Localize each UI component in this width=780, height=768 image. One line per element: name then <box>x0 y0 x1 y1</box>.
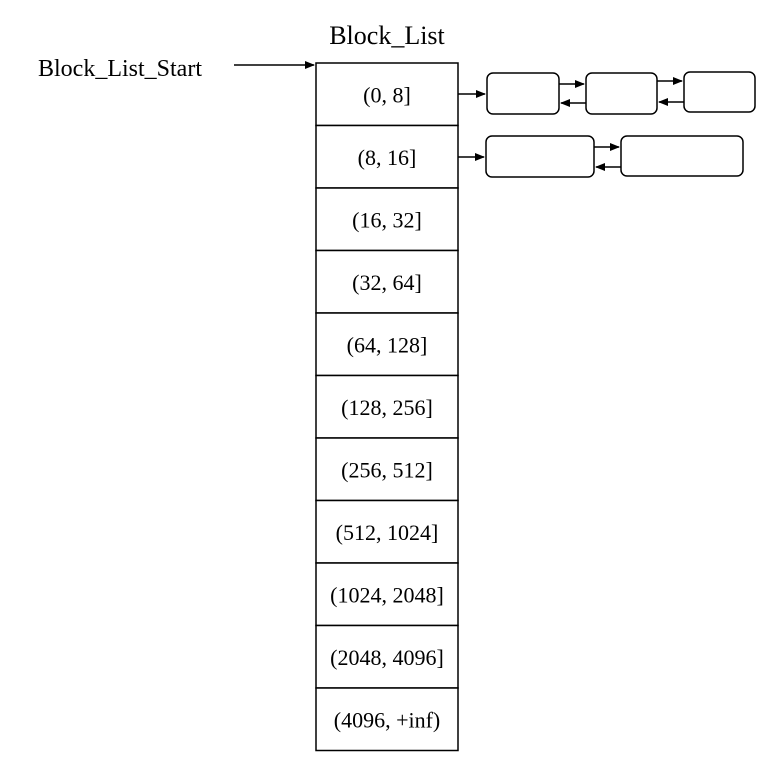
free-block-node <box>485 135 595 178</box>
bucket-cell-box <box>315 312 459 377</box>
free-block-chain-1 <box>458 135 744 178</box>
bucket-cell: (256, 512] <box>315 437 459 502</box>
bucket-range-label: (128, 256] <box>341 395 433 420</box>
bucket-cell: (8, 16] <box>315 124 459 189</box>
bucket-cell-box <box>315 437 459 502</box>
bucket-range-label: (512, 1024] <box>336 520 439 545</box>
bucket-cell-box <box>315 249 459 314</box>
bucket-cell: (128, 256] <box>315 374 459 439</box>
bucket-cell: (32, 64] <box>315 249 459 314</box>
bucket-range-label: (32, 64] <box>352 270 422 295</box>
free-block-chain-0 <box>458 71 756 115</box>
bucket-range-label: (4096, +inf) <box>334 707 441 732</box>
free-block-node <box>486 72 560 115</box>
bucket-cell: (4096, +inf) <box>315 687 459 752</box>
bucket-cell-box <box>315 687 459 752</box>
bucket-cell: (512, 1024] <box>315 499 459 564</box>
bucket-cell-box <box>315 499 459 564</box>
bucket-cell-box <box>315 562 459 627</box>
free-block-node <box>620 135 744 177</box>
bucket-cell: (1024, 2048] <box>315 562 459 627</box>
bucket-range-label: (0, 8] <box>363 82 411 107</box>
bucket-range-label: (256, 512] <box>341 457 433 482</box>
bucket-cell: (16, 32] <box>315 187 459 252</box>
bucket-range-label: (2048, 4096] <box>330 645 444 670</box>
bucket-range-label: (1024, 2048] <box>330 582 444 607</box>
block-list-title: Block_List <box>329 21 445 50</box>
free-block-node <box>585 72 658 115</box>
bucket-cell: (2048, 4096] <box>315 624 459 689</box>
bucket-cell: (64, 128] <box>315 312 459 377</box>
bucket-range-label: (16, 32] <box>352 207 422 232</box>
bucket-cell-box <box>315 374 459 439</box>
bucket-cell: (0, 8] <box>315 62 459 127</box>
free-block-node <box>683 71 756 113</box>
bucket-cell-box <box>315 124 459 189</box>
bucket-range-label: (8, 16] <box>358 145 417 170</box>
bucket-range-label: (64, 128] <box>347 332 428 357</box>
block-list-start-label: Block_List_Start <box>38 56 202 82</box>
bucket-list: (0, 8] (8, 16] (16, 32] (32, 64] (64, 128] (1… <box>315 62 459 752</box>
bucket-cell-box <box>315 624 459 689</box>
